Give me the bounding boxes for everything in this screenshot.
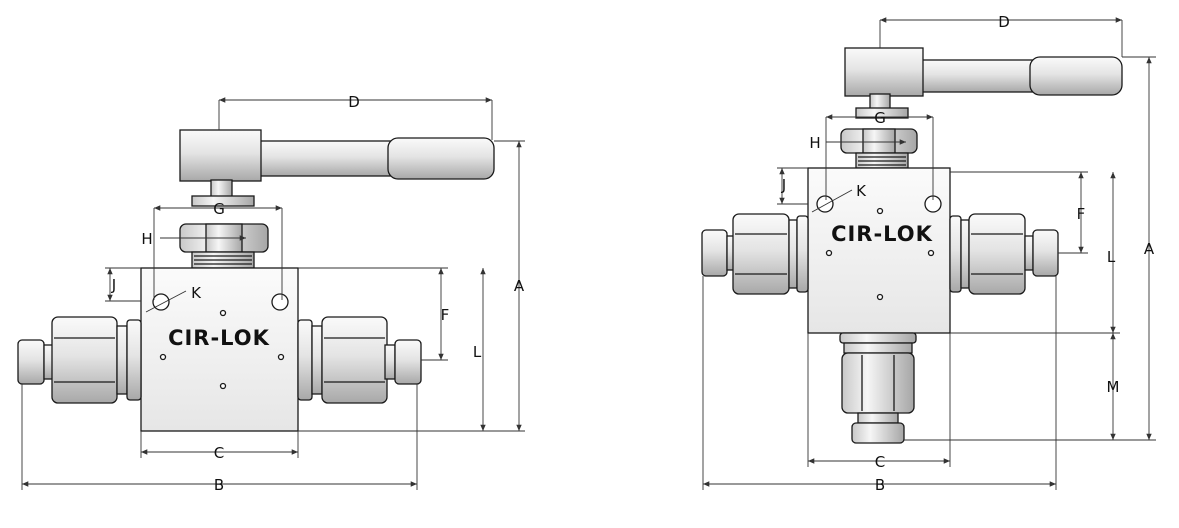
right-valve-view: CIR-LOK bbox=[701, 13, 1156, 494]
left-dimensions bbox=[21, 97, 525, 490]
left-label-h: H bbox=[141, 230, 152, 248]
right-valve-body: CIR-LOK bbox=[807, 167, 951, 334]
right-brand-logo: CIR-LOK bbox=[831, 222, 933, 246]
left-label-d: D bbox=[348, 93, 360, 111]
left-dimension-labels: D G H J K F L A C B bbox=[111, 93, 525, 494]
left-brand-logo: CIR-LOK bbox=[168, 326, 270, 350]
right-label-m: M bbox=[1107, 378, 1120, 396]
left-valve-body: CIR-LOK bbox=[140, 267, 299, 432]
right-label-l: L bbox=[1107, 248, 1116, 266]
right-dimension-labels: D G H J K F L M A C B bbox=[781, 13, 1155, 494]
right-bottom-fitting bbox=[839, 332, 917, 444]
right-label-a: A bbox=[1144, 240, 1155, 258]
right-bonnet bbox=[840, 107, 918, 169]
left-label-k: K bbox=[191, 284, 202, 302]
left-label-j: J bbox=[111, 276, 116, 294]
left-label-g: G bbox=[213, 200, 225, 218]
right-label-k: K bbox=[856, 182, 867, 200]
left-label-l: L bbox=[473, 343, 482, 361]
left-label-f: F bbox=[441, 306, 450, 324]
right-inlet-fitting bbox=[701, 213, 809, 295]
left-label-a: A bbox=[514, 277, 525, 295]
right-label-c: C bbox=[875, 453, 885, 471]
right-label-d: D bbox=[998, 13, 1010, 31]
right-handle bbox=[844, 47, 1123, 111]
left-valve-view: CIR-LOK bbox=[17, 93, 525, 494]
left-label-b: B bbox=[214, 476, 224, 494]
right-label-h: H bbox=[809, 134, 820, 152]
right-dimensions bbox=[702, 17, 1156, 490]
left-inlet-fitting bbox=[17, 316, 142, 404]
right-label-f: F bbox=[1077, 205, 1086, 223]
right-label-g: G bbox=[874, 109, 886, 127]
left-outlet-fitting bbox=[297, 316, 422, 404]
right-label-b: B bbox=[875, 476, 885, 494]
left-handle bbox=[179, 129, 495, 199]
right-label-j: J bbox=[781, 176, 786, 194]
left-label-c: C bbox=[214, 444, 224, 462]
right-outlet-fitting bbox=[949, 213, 1059, 295]
